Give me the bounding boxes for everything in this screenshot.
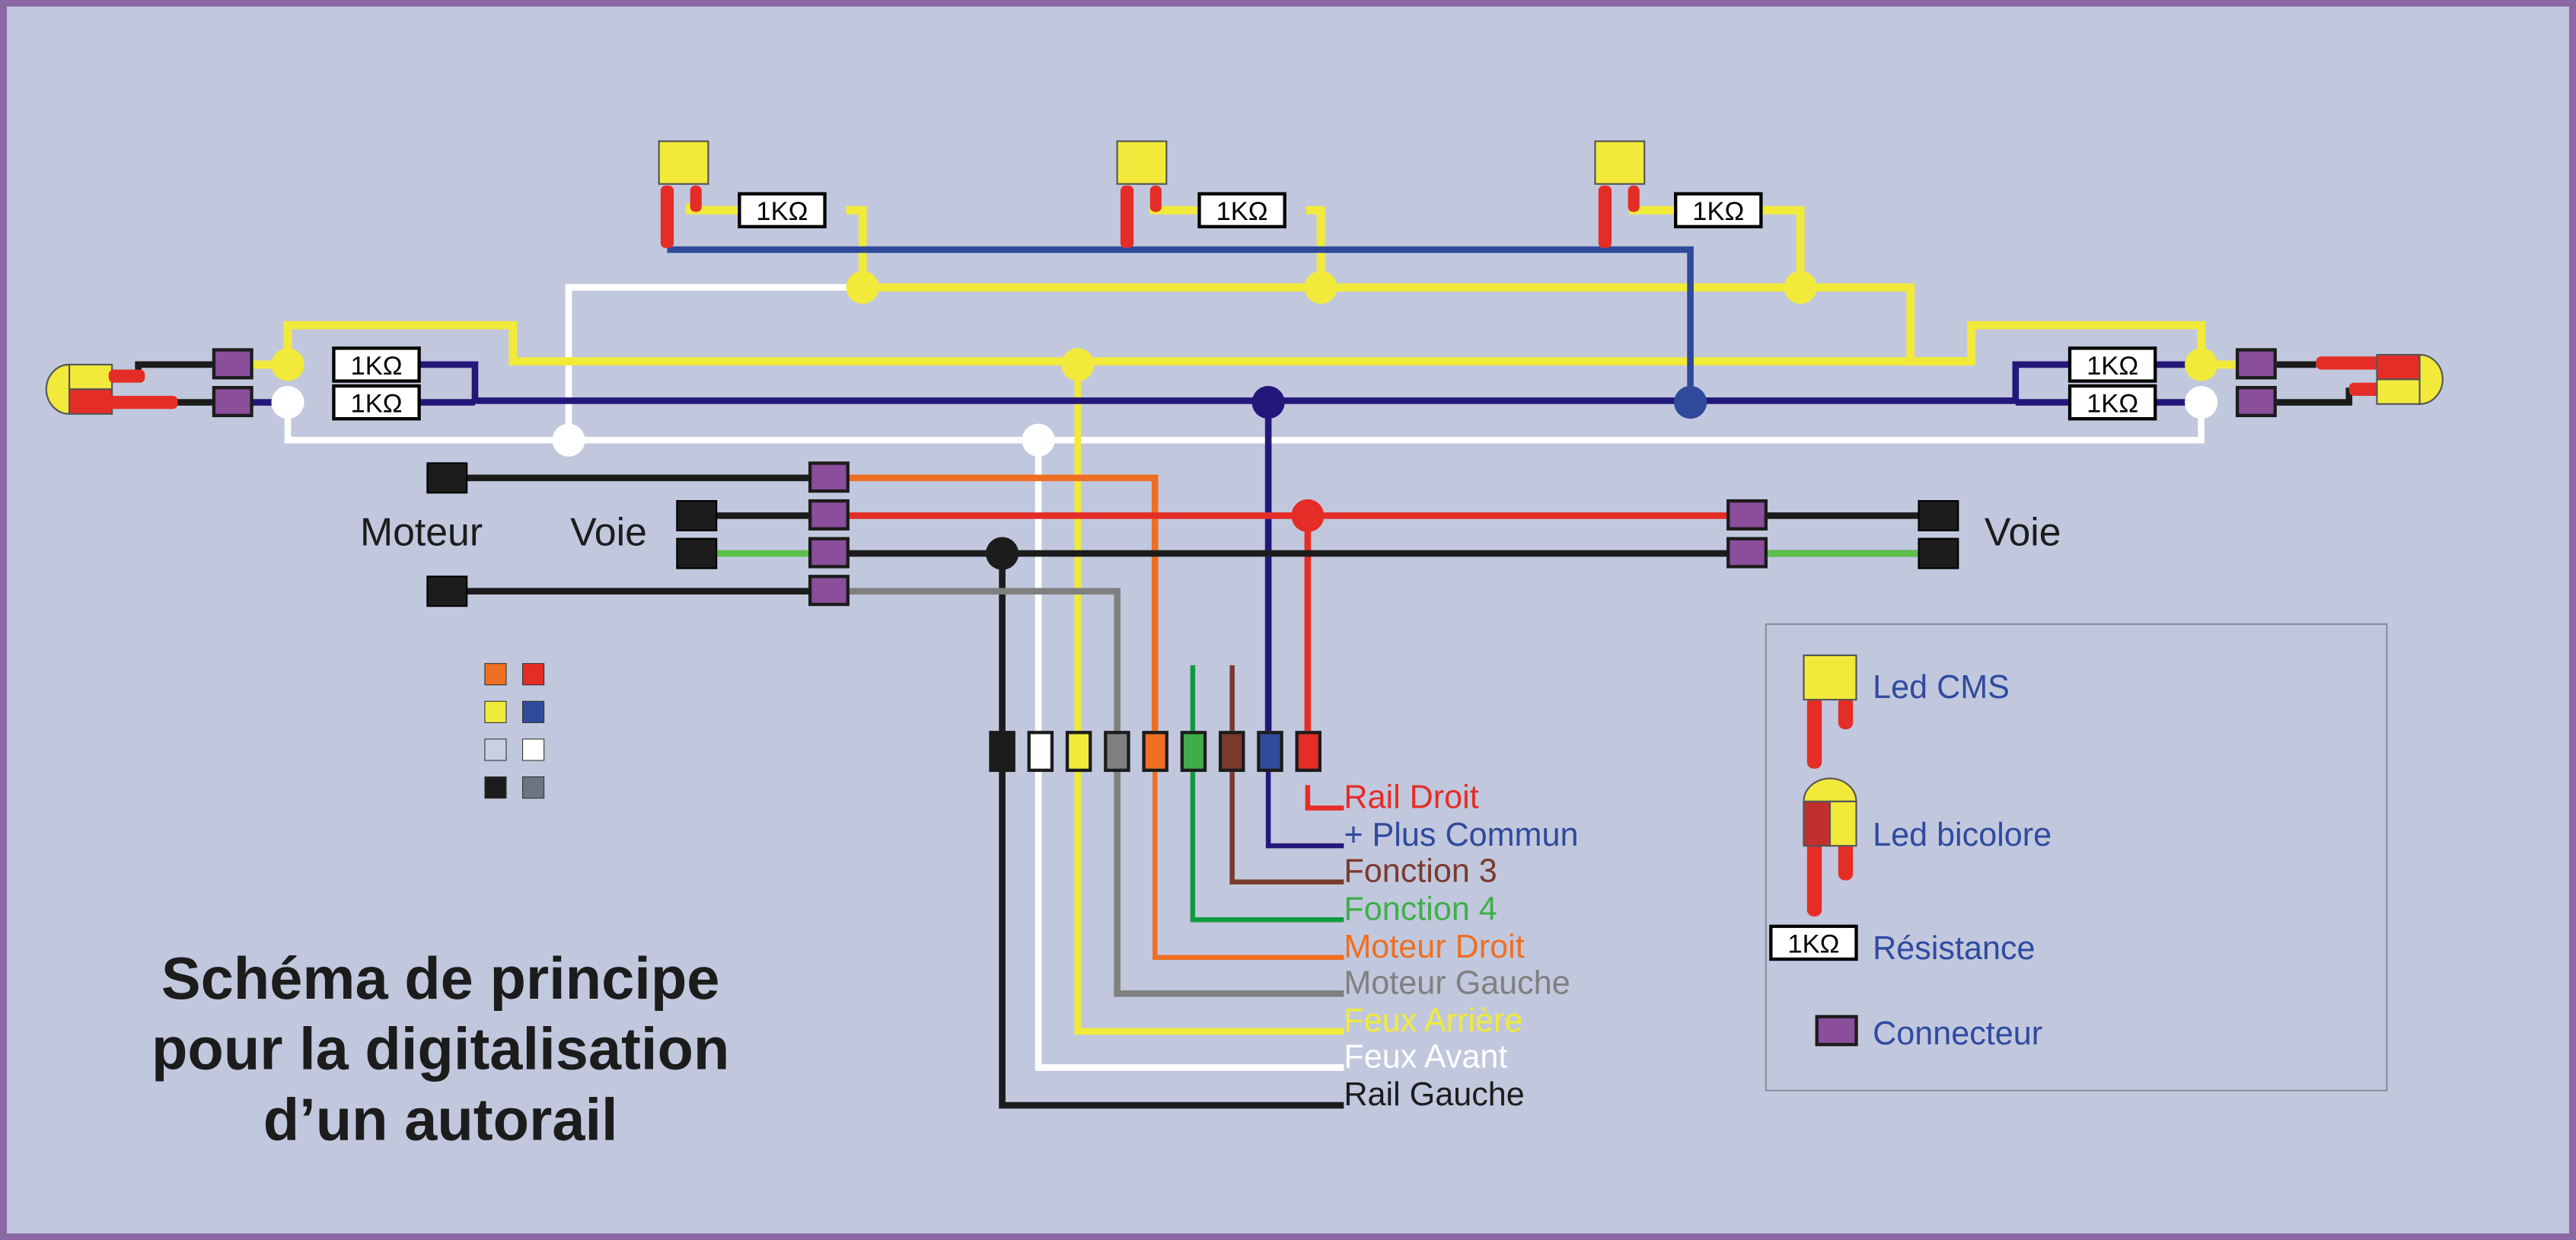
wire-grey	[847, 588, 1344, 997]
legend-led-bicolore-label: Led bicolore	[1873, 817, 2052, 853]
connector	[212, 348, 253, 380]
led-cms-top-2	[1116, 140, 1168, 248]
legend-led-cms-label: Led CMS	[1873, 669, 2010, 706]
resistor: 1KΩ	[332, 384, 421, 421]
legend-connecteur-label: Connecteur	[1873, 1015, 2042, 1052]
resistor-value: 1KΩ	[351, 390, 403, 419]
decoder-pin	[1295, 731, 1322, 773]
wire-green-out	[1190, 665, 1344, 923]
decoder-pin	[989, 731, 1015, 773]
decoder-pin	[1142, 731, 1168, 773]
legend: Led CMS Led bicolore 1KΩ Résistance Conn…	[1765, 623, 2388, 1092]
page-title: Schéma de principe pour la digitalisatio…	[151, 946, 729, 1153]
decoder-pin	[1065, 731, 1092, 773]
connector	[212, 386, 253, 418]
resistor: 1KΩ	[1674, 192, 1763, 228]
decoder-pin	[1218, 731, 1245, 773]
legend-led-bicolore-icon	[1803, 777, 1857, 916]
wire-blue-leds	[667, 246, 1694, 403]
resistor-value: 1KΩ	[2087, 390, 2138, 419]
wire-yellow-leds-3	[1759, 206, 1805, 288]
terminals	[426, 462, 1959, 607]
decoder-pin	[1027, 731, 1054, 773]
junction-dots	[271, 271, 2218, 570]
resistor-value: 1KΩ	[1692, 197, 1744, 226]
connector	[2235, 348, 2277, 380]
title-line-2: pour la digitalisation	[151, 1017, 729, 1082]
wire-yellow-decoder	[1074, 364, 1344, 1035]
decoder-pin-label: Feux Arrière	[1344, 1003, 1522, 1039]
decoder-pin	[1257, 731, 1283, 773]
resistor-value: 1KΩ	[351, 352, 403, 381]
title-line-1: Schéma de principe	[161, 946, 720, 1012]
wire-blue-decoder-out	[1265, 772, 1344, 849]
legend-connector-icon	[1815, 1015, 1858, 1047]
decoder-pin-label: Rail Droit	[1344, 779, 1478, 816]
label-voie-right: Voie	[1985, 509, 2061, 553]
wire-brown	[1229, 665, 1344, 885]
color-swatches	[484, 663, 545, 799]
connector	[808, 499, 850, 531]
wire-white-decoder	[1035, 440, 1344, 1071]
title-line-3: d’un autorail	[263, 1087, 618, 1152]
connector	[808, 575, 850, 607]
legend-resistance-label: Résistance	[1873, 930, 2035, 967]
connector	[808, 461, 850, 493]
decoder-pin-label: Rail Gauche	[1344, 1076, 1524, 1113]
connectors	[212, 348, 2277, 607]
decoder-pin-label: Fonction 4	[1344, 891, 1497, 927]
wire-yellow-main	[251, 320, 2238, 369]
legend-resistor-icon: 1KΩ	[1769, 924, 1858, 961]
wire-yellow-leds-2	[1306, 206, 1325, 288]
decoder-pin	[1180, 731, 1207, 773]
wire-orange-out	[1152, 772, 1344, 961]
resistor-value: 1KΩ	[1216, 197, 1268, 226]
resistor: 1KΩ	[1197, 192, 1286, 228]
resistor: 1KΩ	[2067, 346, 2157, 383]
label-moteur: Moteur	[360, 509, 483, 553]
connector	[1726, 499, 1768, 531]
wire-white-bus	[284, 402, 2205, 444]
connector	[2235, 386, 2277, 418]
wire-black-moteur	[465, 474, 811, 595]
resistor-value: 1KΩ	[2087, 352, 2138, 381]
resistors: 1KΩ 1KΩ 1KΩ 1KΩ 1KΩ 1KΩ 1KΩ	[332, 192, 2157, 421]
led-bicolore-left	[45, 363, 178, 415]
wire-red-out	[1305, 785, 1344, 811]
decoder-connector	[989, 731, 1322, 773]
connector	[1726, 537, 1768, 569]
decoder-pin	[1104, 731, 1130, 773]
wire-white-top	[565, 284, 863, 441]
decoder-pin-label: Moteur Gauche	[1344, 964, 1570, 1001]
resistor: 1KΩ	[332, 346, 421, 383]
resistor: 1KΩ	[738, 192, 827, 228]
led-cms-top-1	[658, 140, 709, 248]
legend-led-cms-icon	[1803, 654, 1857, 769]
label-voie-left: Voie	[570, 509, 647, 553]
wire-orange	[847, 474, 1159, 732]
legend-resistor-symbol: 1KΩ	[1787, 929, 1839, 958]
decoder-pin-label: Fonction 3	[1344, 853, 1497, 890]
decoder-pin-label: Feux Avant	[1344, 1038, 1507, 1075]
resistor-value: 1KΩ	[756, 197, 808, 226]
led-cms-top-3	[1594, 140, 1646, 248]
decoder-pin-label: + Plus Commun	[1344, 817, 1578, 853]
led-bicolore-right	[2316, 353, 2444, 405]
decoder-pin-label: Moteur Droit	[1344, 929, 1524, 965]
connector	[808, 537, 850, 569]
resistor: 1KΩ	[2067, 384, 2157, 421]
